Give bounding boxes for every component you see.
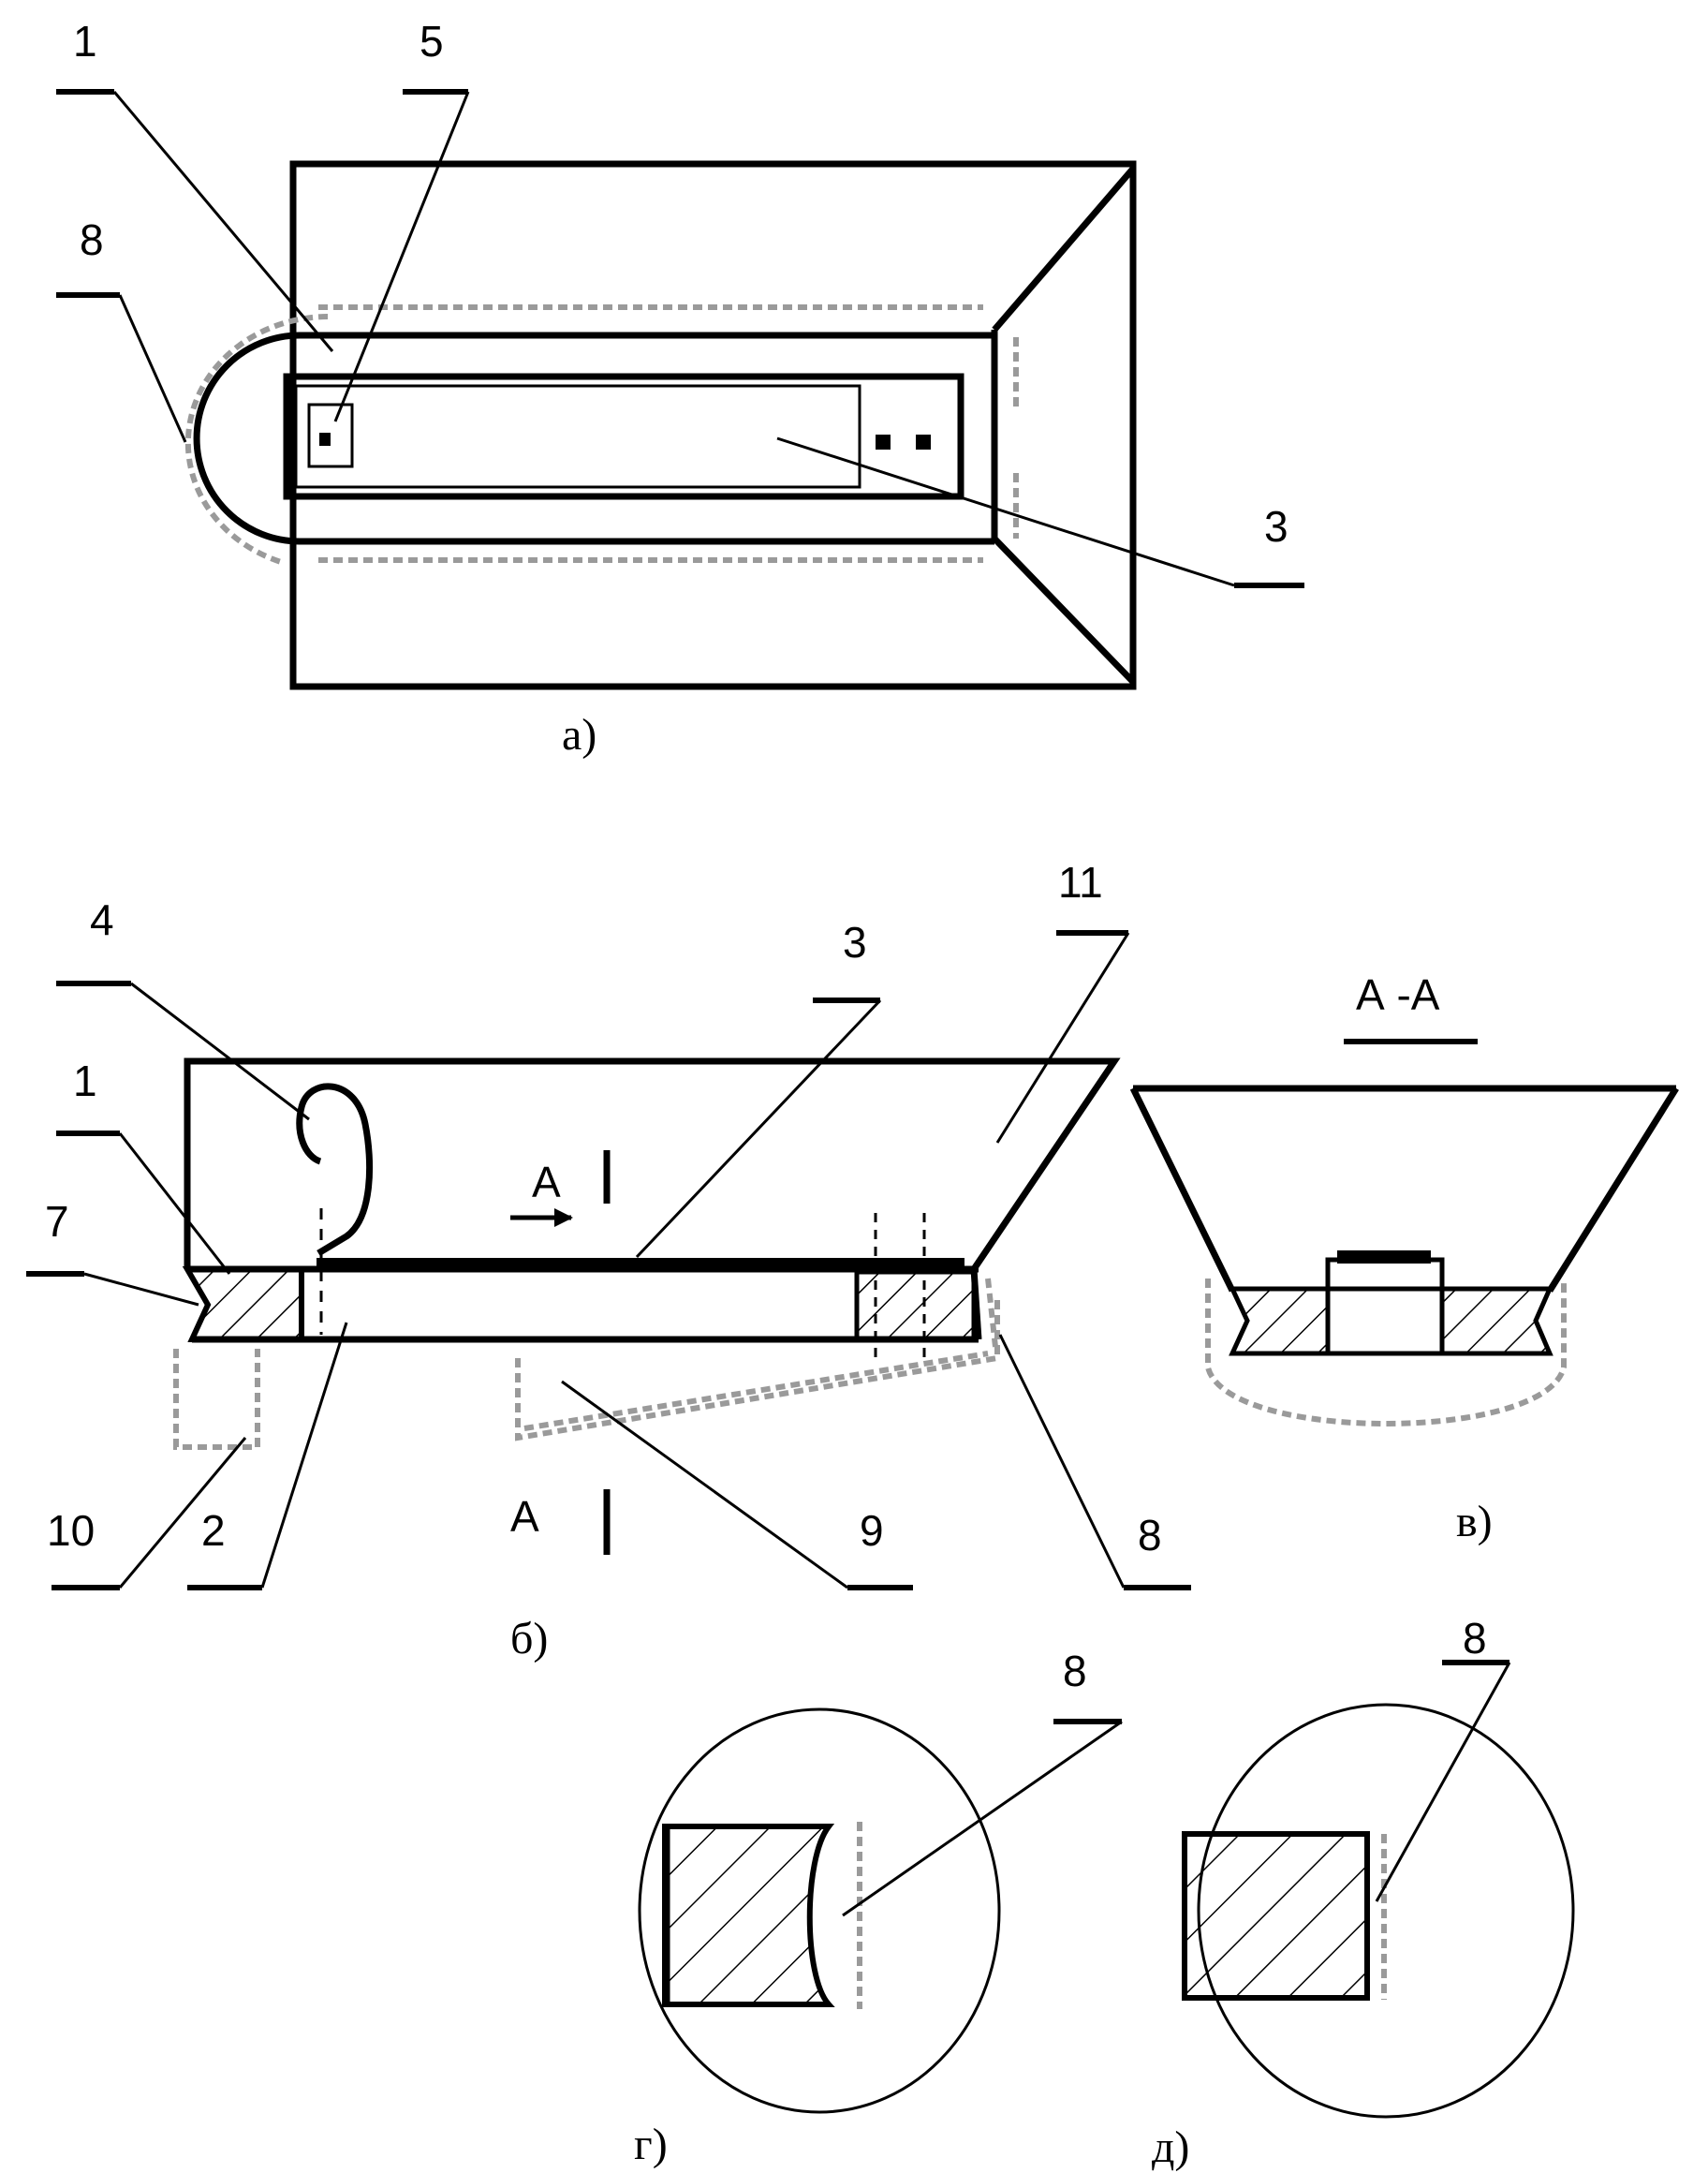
figure-a-top-view: 1 5 8 3 а) bbox=[56, 17, 1304, 760]
fig-b-section-a-bottom: А bbox=[510, 1492, 539, 1541]
fig-a-part5-dot bbox=[319, 433, 331, 446]
fig-b-label-2-leader bbox=[260, 1322, 348, 1589]
fig-a-label-3-leader bbox=[776, 436, 1235, 587]
fig-v-left-hatched bbox=[1229, 1286, 1331, 1356]
fig-b-label-1: 1 bbox=[73, 1057, 97, 1105]
fig-b-label-4-leader bbox=[130, 982, 310, 1121]
fig-b-housing-11 bbox=[184, 1057, 1121, 1271]
fig-b-right-edge bbox=[970, 1268, 982, 1340]
fig-g-label-8-leader bbox=[842, 1720, 1123, 1917]
fig-v-left-wall bbox=[1129, 1086, 1236, 1293]
fig-g-caption: г) bbox=[634, 2120, 668, 2169]
fig-a-trapezoid-edge-bottom bbox=[992, 536, 1136, 685]
fig-a-caption: а) bbox=[562, 710, 596, 760]
figure-d-detail: 8 д) bbox=[1152, 1614, 1575, 2172]
fig-b-label-10-leader bbox=[118, 1437, 247, 1589]
fig-b-label-1-leader bbox=[118, 1132, 231, 1275]
fig-b-label-9: 9 bbox=[860, 1506, 884, 1555]
fig-b-caption: б) bbox=[510, 1614, 548, 1663]
fig-b-part9-coating bbox=[515, 1297, 1000, 1441]
fig-a-marker-1 bbox=[876, 435, 891, 450]
fig-b-plate-3 bbox=[317, 1258, 964, 1269]
fig-g-detail-circle bbox=[638, 1707, 1001, 2114]
fig-v-caption: в) bbox=[1456, 1497, 1493, 1546]
fig-d-caption: д) bbox=[1152, 2122, 1189, 2172]
fig-b-hook-4 bbox=[296, 1083, 374, 1257]
fig-b-part8-coating bbox=[985, 1278, 998, 1348]
fig-b-part10-coating bbox=[173, 1349, 260, 1450]
figure-b-side-view: А А 4 1 7 3 11 10 2 9 8 б) bbox=[26, 858, 1191, 1663]
fig-b-label-11: 11 bbox=[1058, 858, 1103, 907]
fig-a-inner-slot-border bbox=[294, 384, 861, 489]
fig-b-label-11-leader bbox=[995, 932, 1130, 1144]
fig-b-part9-inner bbox=[523, 1351, 989, 1431]
fig-d-hatched-block bbox=[1182, 1831, 1370, 2001]
fig-b-part1-hatched bbox=[182, 1266, 304, 1342]
fig-b-label-4: 4 bbox=[90, 895, 114, 944]
fig-g-hatched-block bbox=[662, 1824, 835, 2007]
figure-v-section-a-a: А -А в) bbox=[1129, 970, 1679, 1546]
fig-v-coating-arc bbox=[1205, 1279, 1567, 1426]
fig-v-channel bbox=[1325, 1286, 1445, 1356]
fig-v-plate-frame bbox=[1325, 1257, 1445, 1292]
fig-v-right-hatched bbox=[1439, 1286, 1553, 1356]
fig-a-part8-coating-arc bbox=[184, 314, 329, 565]
fig-b-label-8: 8 bbox=[1138, 1511, 1162, 1560]
fig-a-label-8: 8 bbox=[80, 215, 104, 264]
fig-b-section-arrowhead bbox=[554, 1208, 573, 1227]
fig-g-label-8: 8 bbox=[1063, 1647, 1087, 1695]
fig-a-label-1-leader bbox=[112, 91, 334, 352]
fig-b-label-3: 3 bbox=[843, 918, 867, 967]
fig-a-label-5-leader bbox=[333, 91, 470, 422]
fig-b-label-8-leader bbox=[998, 1334, 1126, 1589]
fig-a-label-3: 3 bbox=[1264, 502, 1288, 551]
fig-v-plate-3 bbox=[1337, 1250, 1431, 1264]
fig-d-label-8-leader bbox=[1375, 1662, 1511, 1902]
fig-d-label-8: 8 bbox=[1463, 1614, 1487, 1663]
fig-a-label-1: 1 bbox=[73, 17, 97, 66]
fig-b-label-10: 10 bbox=[47, 1506, 95, 1555]
fig-b-label-2: 2 bbox=[201, 1506, 226, 1555]
fig-a-marker-2 bbox=[916, 435, 931, 450]
fig-b-label-9-leader bbox=[561, 1380, 848, 1589]
fig-a-trapezoid-edge-top bbox=[992, 166, 1136, 333]
fig-b-label-7-leader bbox=[83, 1272, 199, 1307]
fig-a-outer-body bbox=[289, 160, 1137, 690]
fig-v-section-title: А -А bbox=[1356, 970, 1440, 1019]
fig-b-label-3-leader bbox=[635, 998, 882, 1259]
fig-a-label-5: 5 bbox=[420, 17, 444, 66]
fig-b-section-a-top: А bbox=[532, 1158, 561, 1206]
fig-a-part1-u-shape bbox=[193, 332, 994, 545]
fig-b-label-7: 7 bbox=[45, 1197, 69, 1246]
fig-a-label-8-leader bbox=[118, 294, 187, 443]
fig-a-part5-frame bbox=[307, 403, 354, 468]
figure-g-detail: 8 г) bbox=[634, 1647, 1123, 2169]
fig-v-right-wall bbox=[1547, 1086, 1679, 1293]
